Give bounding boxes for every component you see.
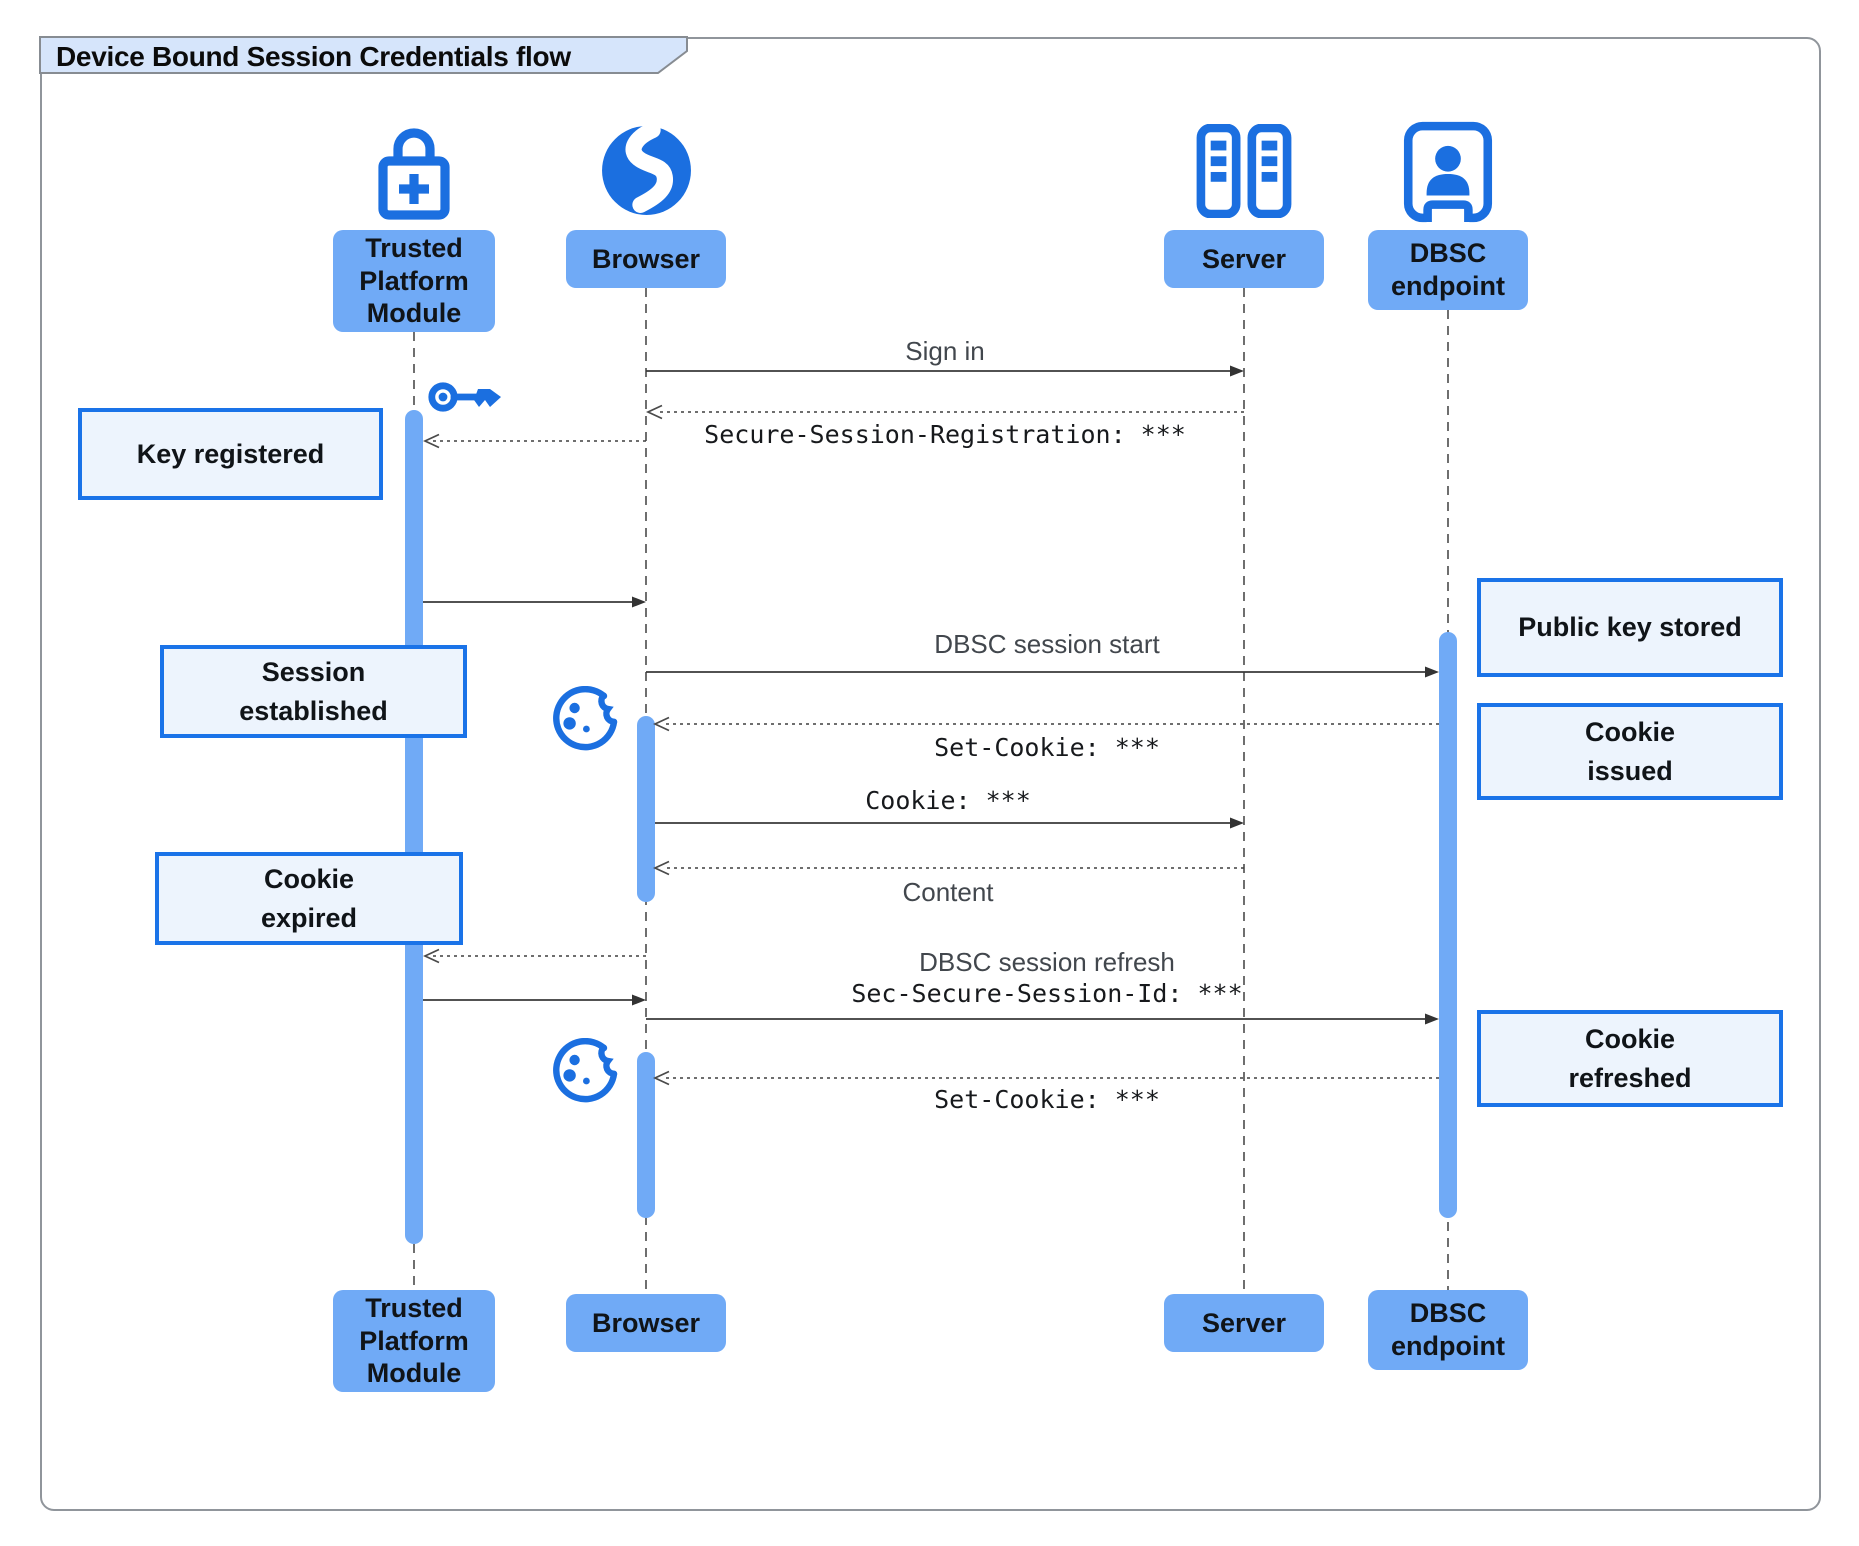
cookie-icon: [550, 1038, 620, 1110]
title-tab: [39, 36, 688, 74]
message-key-ready-arrowhead: [632, 596, 646, 608]
note-cookie-refreshed: Cookie refreshed: [1477, 1010, 1783, 1107]
message-dbsc-refresh-sublabel: Sec-Secure-Session-Id: ***: [851, 979, 1243, 1008]
participant-dbsc-top: DBSC endpoint: [1368, 230, 1528, 310]
note-public-key-stored: Public key stored: [1477, 578, 1783, 677]
message-refresh-key-ready-arrowhead: [632, 994, 646, 1006]
message-set-cookie-refresh-arrowhead: [652, 1070, 670, 1086]
message-dbsc-start-label: DBSC session start: [934, 629, 1160, 659]
message-set-cookie-arrowhead: [652, 716, 670, 732]
message-sign-in-arrowhead: [1230, 365, 1244, 377]
message-cookie-arrowhead: [1230, 817, 1244, 829]
cookie-icon: [550, 686, 620, 758]
activation-browser-1: [637, 716, 655, 902]
note-cookie-expired: Cookie expired: [155, 852, 463, 945]
message-dbsc-refresh-label: DBSC session refresh: [919, 947, 1175, 977]
lock-plus-icon: [368, 110, 460, 224]
message-registration-label: Secure-Session-Registration: ***: [704, 420, 1186, 449]
participant-server-top: Server: [1164, 230, 1324, 288]
server-racks-icon: [1192, 124, 1296, 218]
key-icon: [426, 372, 510, 422]
activation-dbsc: [1439, 632, 1457, 1218]
message-dbsc-start-arrowhead: [1425, 666, 1439, 678]
participant-browser-bottom: Browser: [566, 1294, 726, 1352]
message-set-cookie-label: Set-Cookie: ***: [934, 733, 1160, 762]
message-refresh-key-request-arrowhead: [422, 948, 440, 964]
message-content-label: Content: [902, 877, 994, 907]
booth-person-icon: [1400, 120, 1496, 224]
participant-tpm-bottom: Trusted Platform Module: [333, 1290, 495, 1392]
participant-server-bottom: Server: [1164, 1294, 1324, 1352]
message-dbsc-refresh-arrowhead: [1425, 1013, 1439, 1025]
note-session-established: Session established: [160, 645, 467, 738]
message-cookie-label: Cookie: ***: [865, 786, 1031, 815]
participant-tpm-top: Trusted Platform Module: [333, 230, 495, 332]
globe-icon: [598, 122, 695, 219]
participant-browser-top: Browser: [566, 230, 726, 288]
note-key-registered: Key registered: [78, 408, 383, 500]
message-register-key-arrowhead: [422, 433, 440, 449]
message-registration-arrowhead: [645, 404, 663, 420]
activation-tpm: [405, 410, 423, 1244]
message-sign-in-label: Sign in: [905, 336, 985, 366]
message-content-arrowhead: [652, 860, 670, 876]
diagram-title: Device Bound Session Credentials flow: [56, 41, 571, 72]
title-tab-shape: [39, 36, 688, 74]
participant-dbsc-bottom: DBSC endpoint: [1368, 1290, 1528, 1370]
note-cookie-issued: Cookie issued: [1477, 703, 1783, 800]
message-set-cookie-refresh-label: Set-Cookie: ***: [934, 1085, 1160, 1114]
activation-browser-2: [637, 1052, 655, 1218]
